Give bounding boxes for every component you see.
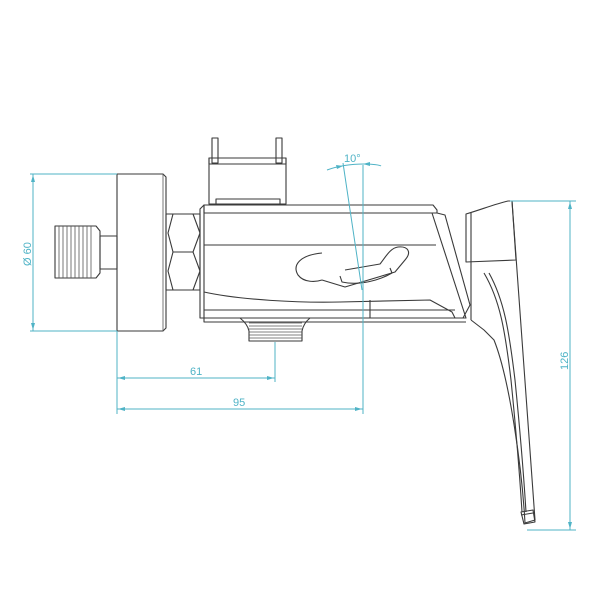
dimension-angle-label: 10° [344,153,361,165]
outlet-thread [239,317,311,342]
dimension-diameter-label: Ø 60 [22,242,34,266]
dimension-angle: 10° [326,153,382,291]
mixer-body [199,204,471,323]
lever-handle [465,200,536,525]
wall-flange [116,173,167,332]
dimension-95: 95 [117,165,364,414]
top-cartridge [208,137,287,206]
dimension-126: 126 [510,200,576,531]
dimension-95-label: 95 [233,397,245,409]
hex-nut [165,213,201,291]
dimension-diameter: Ø 60 [22,173,117,332]
dimension-126-label: 126 [559,352,571,370]
dimension-61-label: 61 [190,366,202,378]
inlet-thread [54,225,118,279]
dimension-61: 61 [116,331,276,414]
